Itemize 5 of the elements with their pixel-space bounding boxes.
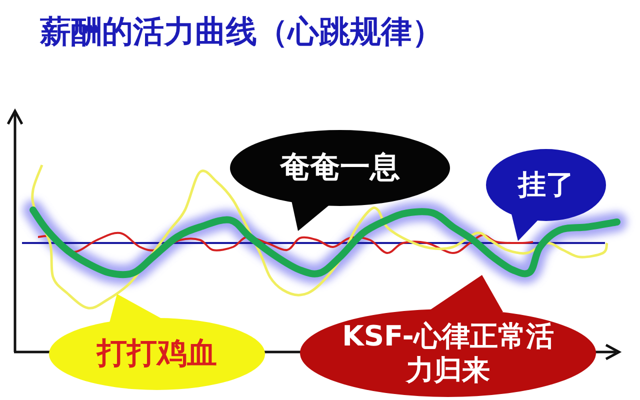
chart-title: 薪酬的活力曲线（心跳规律） [40,13,443,52]
bubble-text: 奄奄一息 [280,150,400,186]
bubble-text: KSF-心律正常活力归来 [341,319,555,387]
bubble-text: 打打鸡血 [97,336,217,372]
bubble-text: 挂了 [518,168,574,202]
